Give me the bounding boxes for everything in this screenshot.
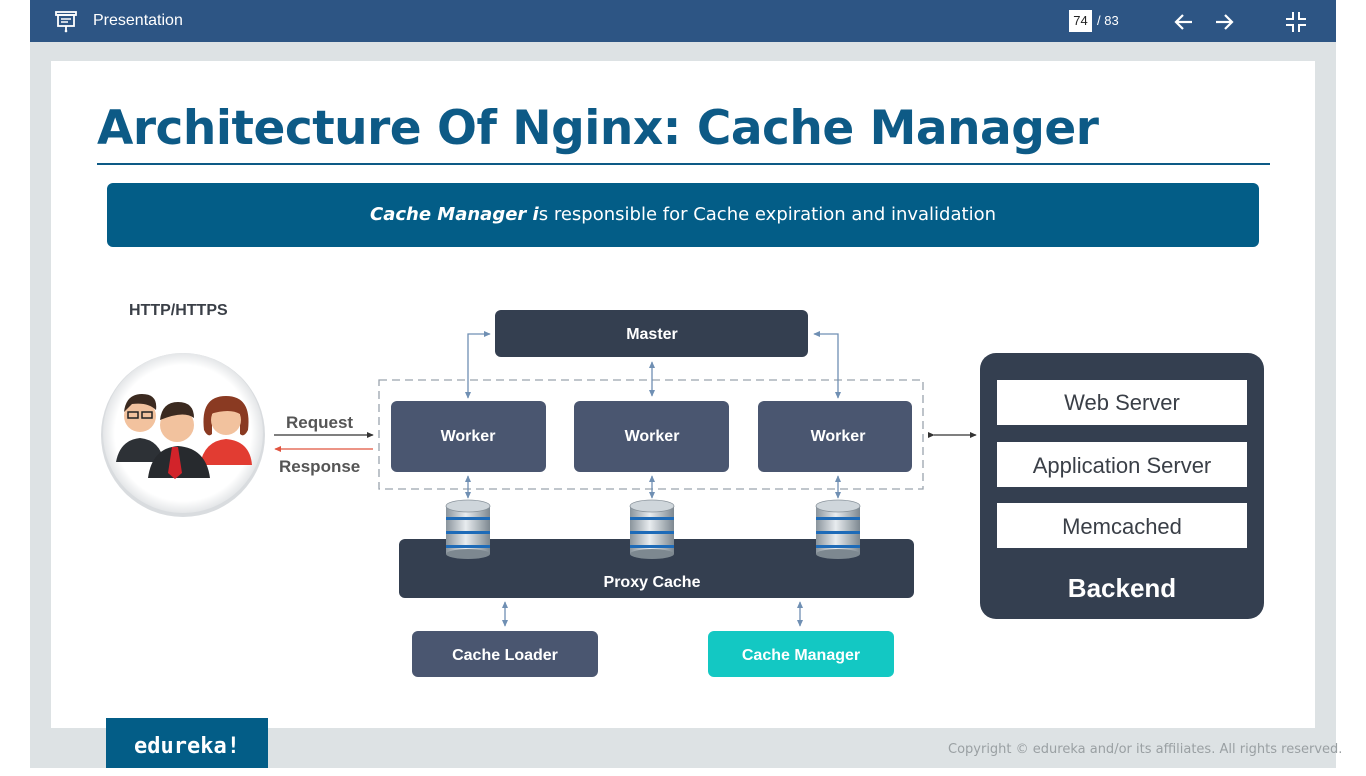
database-icon bbox=[815, 499, 861, 559]
proxy-cache-label: Proxy Cache bbox=[604, 574, 701, 591]
definition-banner: Cache Manager is responsible for Cache e… bbox=[107, 183, 1259, 247]
worker-label-2: Worker bbox=[625, 428, 680, 445]
master-worker3-connector bbox=[813, 330, 842, 399]
banner-bold-text: Cache Manager i bbox=[369, 204, 539, 225]
edureka-logo: edureka! bbox=[106, 718, 268, 768]
viewer-toolbar: Presentation 74 / 83 bbox=[30, 0, 1336, 42]
backend-item-web-server bbox=[997, 380, 1247, 425]
title-divider bbox=[97, 163, 1270, 165]
protocol-label: HTTP/HTTPS bbox=[129, 302, 228, 319]
viewer-title: Presentation bbox=[93, 12, 183, 29]
worker-node-2 bbox=[574, 401, 729, 472]
copyright-text: Copyright © edureka and/or its affiliate… bbox=[948, 742, 1343, 757]
backend-item-memcached bbox=[997, 503, 1247, 548]
database-icon bbox=[629, 499, 675, 559]
backend-title: Backend bbox=[1068, 573, 1176, 603]
exit-fullscreen-icon[interactable] bbox=[1284, 10, 1308, 34]
worker-node-1 bbox=[391, 401, 546, 472]
master-node bbox=[495, 310, 808, 357]
cache-loader-node bbox=[412, 631, 598, 677]
arrow-right-icon[interactable] bbox=[1212, 10, 1236, 34]
proxy-cache-node bbox=[399, 539, 914, 598]
cache-manager-node bbox=[708, 631, 894, 677]
worker-node-3 bbox=[758, 401, 912, 472]
slide-title: Architecture Of Nginx: Cache Manager bbox=[97, 101, 1099, 156]
database-icon bbox=[445, 499, 491, 559]
arrow-left-icon[interactable] bbox=[1172, 10, 1196, 34]
worker-label-3: Worker bbox=[811, 428, 866, 445]
presentation-icon bbox=[55, 11, 77, 33]
worker-label-1: Worker bbox=[441, 428, 496, 445]
backend-item-label: Memcached bbox=[1062, 514, 1182, 539]
backend-item-application-server bbox=[997, 442, 1247, 487]
master-label: Master bbox=[626, 326, 678, 343]
backend-item-label: Application Server bbox=[1033, 453, 1212, 478]
backend-item-label: Web Server bbox=[1064, 390, 1180, 415]
users-illustration bbox=[101, 353, 265, 517]
response-label: Response bbox=[279, 457, 360, 476]
banner-text: s responsible for Cache expiration and i… bbox=[538, 204, 996, 225]
page-number-input[interactable]: 74 bbox=[1069, 10, 1092, 32]
cache-manager-label: Cache Manager bbox=[742, 647, 860, 664]
page-total: / 83 bbox=[1097, 13, 1119, 28]
cache-loader-label: Cache Loader bbox=[452, 647, 558, 664]
master-worker1-connector bbox=[464, 330, 491, 399]
request-label: Request bbox=[286, 413, 353, 432]
